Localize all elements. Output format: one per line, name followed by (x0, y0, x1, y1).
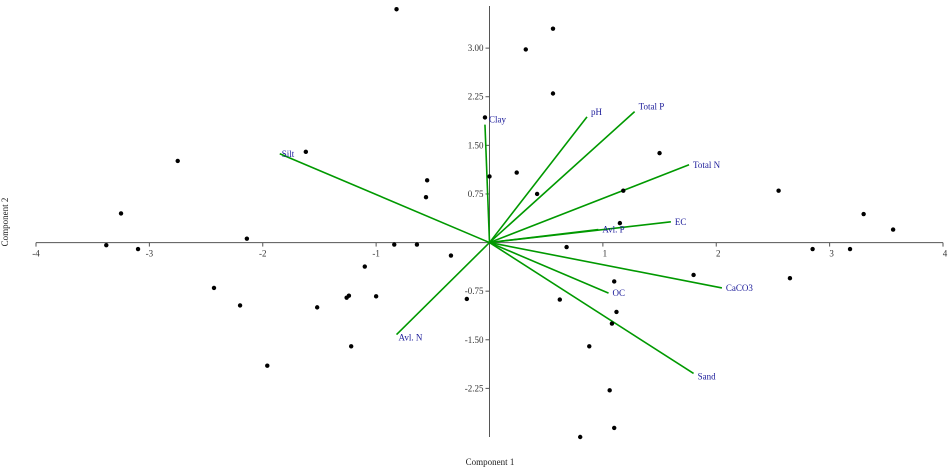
score-point (414, 242, 420, 247)
y-tick-label: 2.25 (468, 92, 484, 102)
loading-vector (489, 241, 695, 375)
score-point (534, 191, 540, 197)
score-point (607, 388, 612, 393)
score-point (424, 178, 430, 183)
x-tick-label: -2 (259, 249, 267, 259)
loading-label: Avl. P (602, 225, 624, 235)
x-tick-label: 3 (829, 249, 834, 259)
score-point (617, 220, 623, 226)
score-point (578, 434, 583, 440)
loading-label: Total N (693, 160, 721, 170)
loading-vector (395, 241, 491, 336)
score-point (514, 170, 519, 175)
score-point (691, 272, 696, 278)
score-point (392, 242, 397, 247)
score-point (557, 297, 562, 302)
score-point (464, 296, 470, 302)
score-point (135, 246, 141, 252)
score-point (564, 244, 569, 250)
loading-vector (489, 228, 599, 244)
score-point (612, 279, 617, 284)
loading-label: EC (675, 217, 687, 227)
loading-vector (489, 241, 609, 294)
score-point (523, 47, 528, 52)
score-point (362, 264, 367, 269)
score-point (787, 276, 793, 281)
loading-label: Sand (698, 371, 717, 381)
y-tick-label: -2.25 (465, 383, 484, 393)
score-point (810, 246, 815, 252)
loading-vector (279, 153, 490, 244)
score-point (394, 7, 399, 12)
axes: -4 -3 -2 -1 1 2 3 4 3.00 2.25 1.50 0.75 -0.75 -1.50 -2… (32, 6, 948, 437)
loading-vector (488, 116, 588, 244)
y-axis-title: Component 2 (0, 198, 10, 247)
loading-label: Clay (489, 115, 506, 125)
x-tick-label: -3 (146, 249, 154, 259)
loading-label: OC (613, 288, 626, 298)
x-axis-title: Component 1 (466, 457, 515, 467)
loading-vector (484, 124, 491, 243)
score-point (118, 211, 124, 216)
y-tick-label: -1.50 (465, 335, 484, 345)
score-point (587, 344, 592, 349)
y-tick-label: 3.00 (468, 43, 484, 53)
loading-label: Silt (282, 149, 295, 159)
y-tick-label: -0.75 (465, 286, 484, 296)
score-point (175, 158, 180, 164)
y-tick-label: 1.50 (468, 140, 484, 150)
score-points (104, 7, 896, 440)
score-point (487, 174, 492, 179)
loading-vector (489, 164, 690, 244)
score-point (614, 309, 619, 315)
x-tick-label: 4 (943, 249, 948, 259)
loading-vector (489, 241, 723, 289)
score-point (448, 253, 454, 258)
score-point (348, 344, 354, 349)
score-point (303, 149, 309, 155)
x-tick-label: 1 (603, 249, 608, 259)
score-point (344, 295, 349, 300)
score-point (237, 303, 243, 308)
score-point (104, 242, 109, 248)
score-point (861, 211, 866, 217)
loading-label: Total P (639, 102, 665, 112)
score-point (776, 188, 781, 193)
loading-label: CaCO3 (726, 283, 754, 293)
score-point (314, 305, 320, 310)
score-point (550, 26, 556, 31)
score-point (612, 425, 617, 431)
x-tick-label: -1 (372, 249, 380, 259)
score-point (373, 294, 379, 299)
loading-label: pH (591, 107, 603, 117)
loading-vector (488, 111, 636, 244)
score-point (423, 194, 429, 200)
loading-vectors (279, 111, 723, 375)
score-point (657, 150, 662, 156)
x-tick-label: 2 (716, 249, 721, 259)
x-tick-label: -4 (32, 249, 40, 259)
score-point (847, 246, 853, 252)
score-point (265, 363, 270, 368)
score-point (621, 188, 626, 193)
score-point (890, 227, 896, 232)
score-point (482, 115, 488, 120)
loading-label: Avl. N (399, 333, 423, 343)
score-point (550, 91, 556, 96)
score-point (244, 236, 250, 241)
score-point (211, 285, 217, 291)
y-tick-label: 0.75 (468, 189, 484, 199)
score-point (609, 321, 615, 326)
